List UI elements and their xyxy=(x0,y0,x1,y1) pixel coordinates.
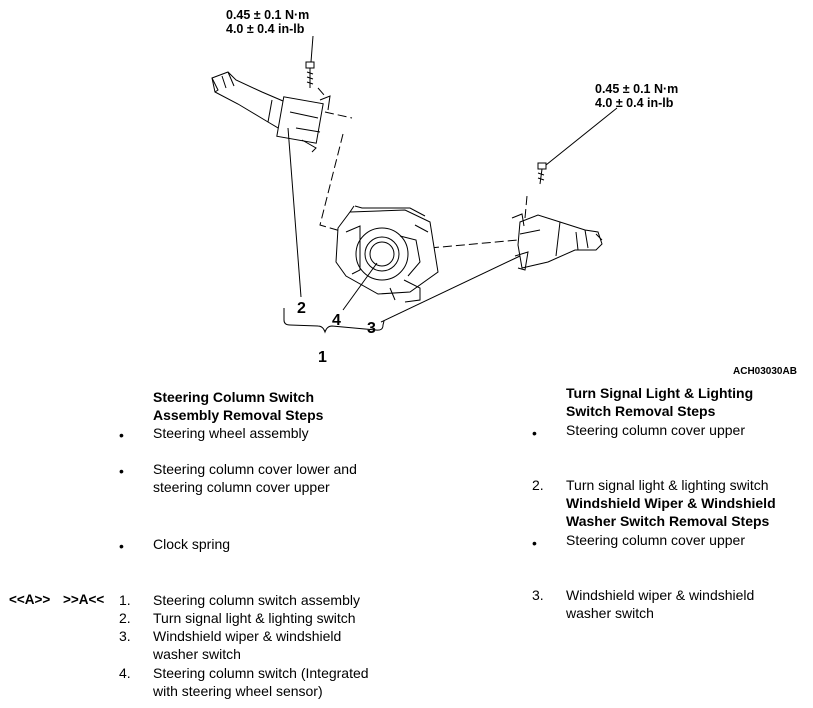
callout-3: 3 xyxy=(367,320,376,337)
step-item-turn-signal: Turn signal light & lighting switch xyxy=(153,610,356,626)
exploded-view-diagram xyxy=(211,35,618,334)
step-number: 2. xyxy=(119,610,131,626)
right-section-heading-2: Windshield Wiper & Windshield Washer Swi… xyxy=(566,494,776,530)
wiper-switch-part xyxy=(511,213,603,271)
step-number: 4. xyxy=(119,665,131,681)
bullet-marker: • xyxy=(119,427,124,443)
right-step-turn-signal: Turn signal light & lighting switch xyxy=(566,477,769,493)
bullet-item-column-cover: Steering column cover lower and steering… xyxy=(153,460,357,496)
step-line: washer switch xyxy=(153,646,241,662)
step-line: Windshield wiper & windshield xyxy=(153,628,342,644)
ref-mark-removal: >>A<< xyxy=(63,592,105,607)
bullet-marker: • xyxy=(532,535,537,551)
bullet-item-line: Steering column cover lower and xyxy=(153,461,357,477)
bullet-item-line: steering column cover upper xyxy=(153,479,330,495)
bullet-marker: • xyxy=(119,538,124,554)
right-section-heading-1: Turn Signal Light & Lighting Switch Remo… xyxy=(566,384,753,420)
bullet-marker: • xyxy=(119,463,124,479)
left-screw xyxy=(305,61,315,88)
right-heading1-line2: Switch Removal Steps xyxy=(566,403,716,419)
step-number: 3. xyxy=(532,587,544,603)
right-screw xyxy=(537,162,547,185)
left-section-heading: Steering Column Switch Assembly Removal … xyxy=(153,388,323,424)
right-step-wiper-switch: Windshield wiper & windshield washer swi… xyxy=(566,586,754,622)
torque-spec-left: 0.45 ± 0.1 N·m 4.0 ± 0.4 in-lb xyxy=(226,8,309,36)
step-number: 1. xyxy=(119,592,131,608)
step-item-column-switch: Steering column switch (Integrated with … xyxy=(153,664,369,700)
ref-mark-installation: <<A>> xyxy=(9,592,51,607)
bullet-item-clock-spring: Clock spring xyxy=(153,536,231,552)
torque-spec-right: 0.45 ± 0.1 N·m 4.0 ± 0.4 in-lb xyxy=(595,82,678,110)
step-number: 3. xyxy=(119,628,131,644)
bullet-item-steering-wheel: Steering wheel assembly xyxy=(153,425,309,441)
bullet-marker: • xyxy=(532,425,537,441)
right-heading2-line1: Windshield Wiper & Windshield xyxy=(566,495,776,511)
torque-right-inlb: 4.0 ± 0.4 in-lb xyxy=(595,96,674,110)
left-heading-line1: Steering Column Switch xyxy=(153,389,315,405)
step-item-wiper-switch: Windshield wiper & windshield washer swi… xyxy=(153,627,341,663)
step-number: 2. xyxy=(532,477,544,493)
step-line: Windshield wiper & windshield xyxy=(566,587,755,603)
right-heading1-line1: Turn Signal Light & Lighting xyxy=(566,385,754,401)
step-item-switch-assembly: Steering column switch assembly xyxy=(153,592,360,608)
right-bullet-cover-upper-1: Steering column cover upper xyxy=(566,422,745,438)
right-bullet-cover-upper-2: Steering column cover upper xyxy=(566,532,745,548)
torque-left-inlb: 4.0 ± 0.4 in-lb xyxy=(226,22,305,36)
callout-2: 2 xyxy=(297,300,306,317)
figure-code: ACH03030AB xyxy=(733,366,797,377)
left-heading-line2: Assembly Removal Steps xyxy=(153,407,324,423)
step-line: washer switch xyxy=(566,605,654,621)
step-line: with steering wheel sensor) xyxy=(153,683,323,699)
step-line: Steering column switch (Integrated xyxy=(153,665,369,681)
callout-1: 1 xyxy=(318,349,327,366)
callout-4: 4 xyxy=(332,312,341,329)
clock-spring-part xyxy=(335,205,439,303)
torque-left-nm: 0.45 ± 0.1 N·m xyxy=(226,8,310,22)
torque-right-nm: 0.45 ± 0.1 N·m xyxy=(595,82,679,96)
right-heading2-line2: Washer Switch Removal Steps xyxy=(566,513,770,529)
